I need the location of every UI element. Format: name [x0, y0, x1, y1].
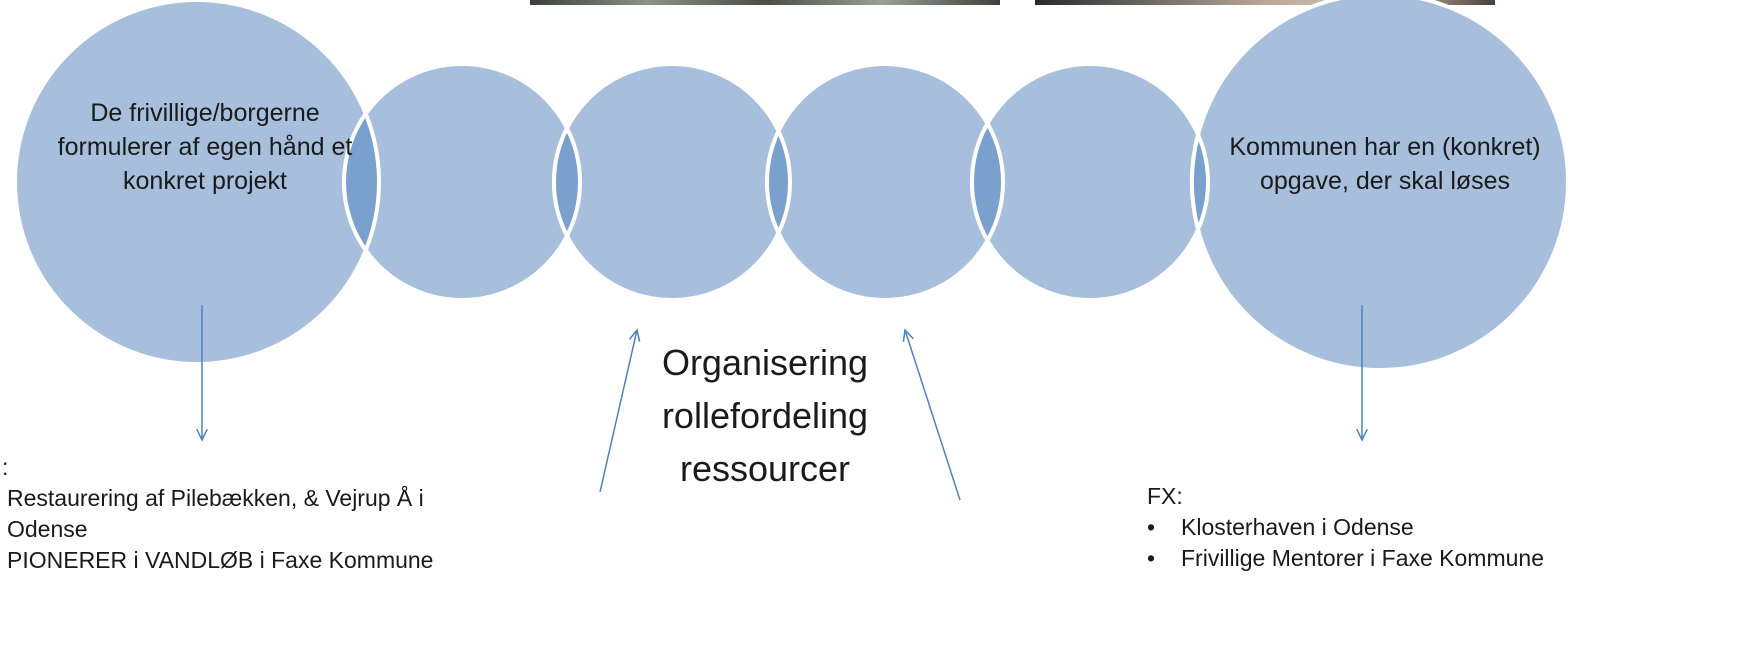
list-item-label: Klosterhaven i Odense: [1181, 514, 1414, 540]
center-label: Organisering rollefordeling ressourcer: [661, 342, 869, 489]
arrows-group: [196, 305, 1368, 501]
list-item: • Frivillige Mentorer i Faxe Kommune: [1147, 543, 1737, 574]
circle-overlap: [342, 109, 381, 255]
arrow-up-right-head: [902, 328, 914, 342]
right-examples-list: • Klosterhaven i Odense • Frivillige Mento…: [1147, 512, 1737, 574]
circles-group: [13, 0, 1570, 372]
arrow-up-left-line: [599, 329, 638, 493]
left-examples-list: Restaurering af Pilebækken, & Vejrup Å i…: [2, 483, 502, 576]
circle-overlap: [765, 126, 792, 238]
arrow-up-left-head: [628, 328, 641, 342]
bullet-icon: •: [1147, 514, 1156, 540]
circle-overlap: [970, 119, 1005, 245]
list-item: PIONERER i VANDLØB i Faxe Kommune: [7, 547, 434, 573]
right-circle-text: Kommunen har en (konkret) opgave, der sk…: [1229, 133, 1541, 195]
left-examples-prefix: :: [2, 454, 9, 480]
circle-overlap: [552, 123, 582, 241]
bullet-icon: •: [1147, 545, 1156, 571]
list-item: • Klosterhaven i Odense: [1147, 512, 1737, 543]
left-circle-text: De frivillige/borgerne formulerer af ege…: [57, 99, 353, 195]
list-item: Restaurering af Pilebækken, & Vejrup Å i…: [7, 485, 424, 542]
right-examples: FX: • Klosterhaven i Odense • Frivillige M…: [1147, 481, 1737, 574]
left-examples: : Restaurering af Pilebækken, & Vejrup Å…: [2, 452, 502, 576]
circle-overlap: [1190, 128, 1210, 236]
overlaps-group: [342, 109, 1210, 255]
list-item-label: Frivillige Mentorer i Faxe Kommune: [1181, 545, 1545, 571]
photo-strip-left: [530, 0, 1000, 5]
arrow-down-left-head: [196, 428, 208, 442]
circle-small-4: [970, 62, 1210, 302]
circle-small-3: [765, 62, 1005, 302]
arrow-up-right-line: [904, 329, 961, 501]
circle-small-2: [552, 62, 792, 302]
photo-strip-right: [1035, 0, 1495, 5]
right-examples-prefix: FX:: [1147, 483, 1183, 509]
arrow-down-right-head: [1356, 428, 1368, 442]
